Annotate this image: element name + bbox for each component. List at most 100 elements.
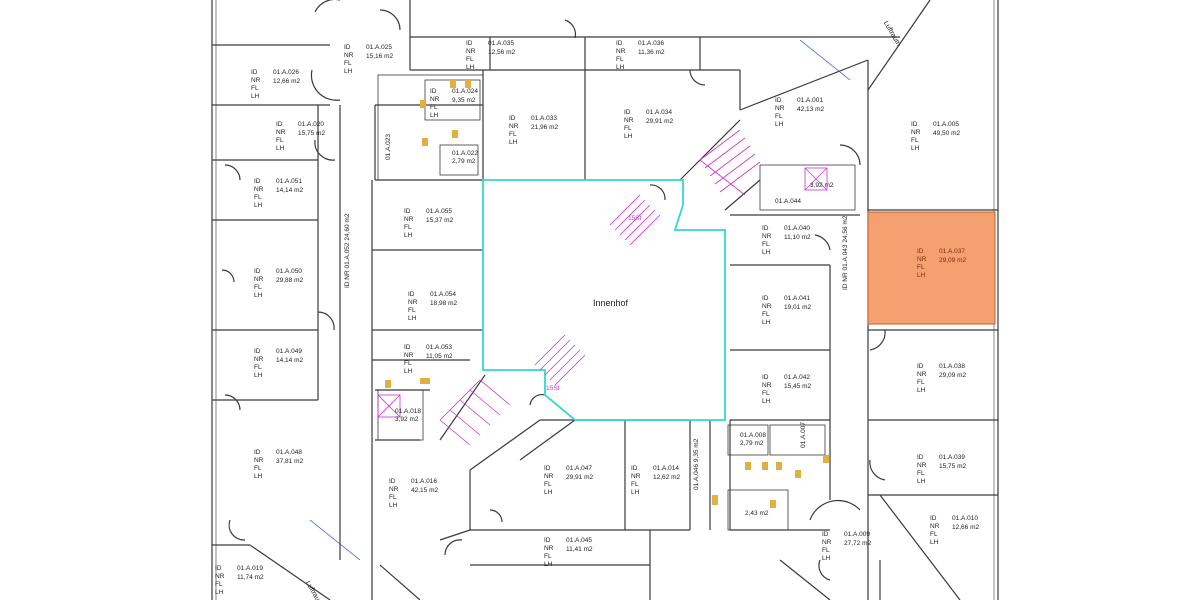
room-area: 11,36 m2	[638, 49, 665, 56]
room-area: 12,62 m2	[653, 474, 681, 481]
field-key: ID	[466, 40, 473, 47]
field-key: ID	[917, 363, 924, 370]
field-key: FL	[254, 284, 262, 291]
field-key: NR	[822, 539, 832, 546]
field-key: FL	[822, 547, 830, 554]
room-id: 01.A.034	[646, 109, 673, 116]
field-key: LH	[624, 133, 633, 140]
field-key: NR	[762, 382, 772, 389]
small-label: 01.A.018	[395, 408, 422, 415]
field-key: FL	[631, 481, 639, 488]
field-key: LH	[762, 319, 771, 326]
room-area: 18,98 m2	[430, 300, 458, 307]
field-key: NR	[215, 573, 225, 580]
selected-room-highlight[interactable]	[867, 211, 996, 325]
field-key: LH	[911, 145, 920, 152]
field-key: FL	[911, 137, 919, 144]
field-key: NR	[254, 457, 264, 464]
room-id: 01.A.024	[452, 88, 479, 95]
field-key: FL	[917, 264, 925, 271]
field-key: NR	[762, 303, 772, 310]
field-key: FL	[544, 481, 552, 488]
field-key: NR	[616, 48, 626, 55]
field-key: ID	[404, 208, 411, 215]
room-area: 11,41 m2	[566, 546, 593, 553]
room-area: 12,66 m2	[273, 78, 301, 85]
field-key: NR	[624, 117, 634, 124]
field-key: NR	[251, 77, 261, 84]
room-area: 11,74 m2	[237, 574, 264, 581]
field-key: FL	[215, 581, 223, 588]
courtyard-outline	[482, 179, 726, 421]
field-key: ID	[624, 109, 631, 116]
section-lines	[309, 39, 851, 561]
field-key: NR	[404, 352, 414, 359]
field-key: FL	[917, 379, 925, 386]
field-key: FL	[389, 494, 397, 501]
room-area: 15,75 m2	[939, 463, 967, 470]
room-id: 01.A.026	[273, 69, 300, 76]
room-id: 01.A.016	[411, 478, 438, 485]
field-key: NR	[917, 371, 927, 378]
field-key: FL	[917, 470, 925, 477]
field-key: NR	[276, 129, 286, 136]
field-key: NR	[930, 523, 940, 530]
field-key: NR	[631, 473, 641, 480]
room-area: 29,09 m2	[939, 372, 967, 379]
stair-label: 15St	[628, 215, 642, 222]
field-key: LH	[544, 561, 553, 568]
field-key: LH	[762, 249, 771, 256]
room-id: 01.A.048	[276, 449, 303, 456]
corridor-label-052: ID NR 01.A.052 24,60 m2	[344, 213, 351, 288]
field-key: ID	[251, 69, 258, 76]
room-id: 01.A.038	[939, 363, 966, 370]
field-key: FL	[775, 113, 783, 120]
room-id: 01.A.033	[531, 115, 558, 122]
field-key: ID	[544, 537, 551, 544]
field-key: LH	[466, 64, 475, 71]
field-key: FL	[509, 131, 517, 138]
field-key: LH	[254, 292, 263, 299]
room-area: 19,01 m2	[784, 304, 812, 311]
room-id: 01.A.054	[430, 291, 457, 298]
field-key: ID	[509, 115, 516, 122]
field-key: LH	[408, 315, 417, 322]
field-key: ID	[911, 121, 918, 128]
room-area: 42,13 m2	[797, 106, 825, 113]
field-key: FL	[344, 60, 352, 67]
field-key: FL	[276, 137, 284, 144]
field-key: FL	[430, 104, 438, 111]
stair-label: 15St	[546, 385, 560, 392]
field-key: NR	[408, 299, 418, 306]
field-key: ID	[930, 515, 937, 522]
field-key: ID	[616, 40, 623, 47]
field-key: FL	[404, 360, 412, 367]
field-key: ID	[917, 454, 924, 461]
small-label: 3,92 m2	[395, 416, 419, 423]
room-area: 15,16 m2	[366, 53, 394, 60]
field-key: LH	[822, 555, 831, 562]
field-key: NR	[389, 486, 399, 493]
room-id: 01.A.037	[939, 248, 966, 255]
field-key: NR	[544, 545, 554, 552]
room-id: 01.A.036	[638, 40, 665, 47]
field-key: LH	[404, 232, 413, 239]
field-key: FL	[404, 224, 412, 231]
room-id: 01.A.014	[653, 465, 680, 472]
field-key: FL	[466, 56, 474, 63]
field-key: ID	[430, 88, 437, 95]
room-id: 01.A.039	[939, 454, 966, 461]
field-key: ID	[822, 531, 829, 538]
field-key: LH	[631, 489, 640, 496]
corridor-label-046: 01.A.046 9,35 m2	[693, 438, 700, 490]
field-key: ID	[917, 248, 924, 255]
field-key: FL	[762, 241, 770, 248]
